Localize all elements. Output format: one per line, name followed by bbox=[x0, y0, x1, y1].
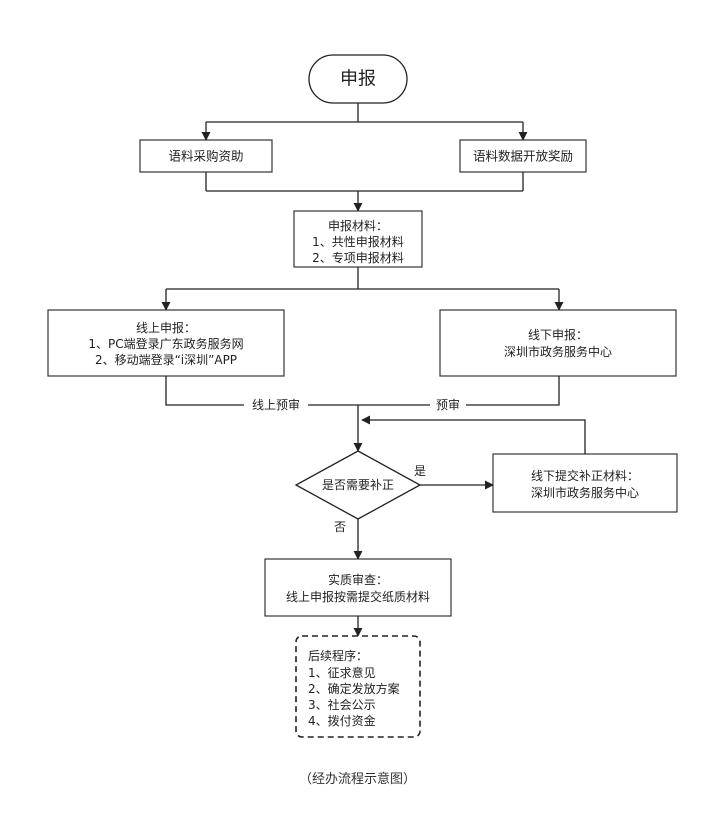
online-prereview-label-bg bbox=[244, 397, 308, 413]
online-box bbox=[47, 309, 285, 377]
procurement-label: 语料采购资助 bbox=[168, 149, 243, 164]
followup-line: 1、征求意见 bbox=[308, 665, 376, 680]
offline-prereview-label: 预审 bbox=[436, 397, 460, 412]
supplement-box bbox=[492, 453, 678, 513]
procurement-box bbox=[139, 139, 273, 173]
online-line: 2、移动端登录“i深圳”APP bbox=[95, 352, 237, 367]
decision-label: 是否需要补正 bbox=[322, 478, 394, 492]
followup-line: 3、社会公示 bbox=[308, 697, 376, 712]
substantive-text: 实质审查： 线上申报按需提交纸质材料 bbox=[286, 572, 430, 604]
substantive-line: 实质审查： bbox=[328, 572, 388, 587]
supplement-line: 线下提交补正材料： bbox=[531, 468, 639, 483]
followup-line: 后续程序： bbox=[308, 648, 368, 663]
followup-line: 4、拨付资金 bbox=[308, 713, 376, 728]
substantive-line: 线上申报按需提交纸质材料 bbox=[286, 589, 430, 604]
online-line: 1、PC端登录广东政务服务网 bbox=[88, 336, 243, 351]
connector-offline-prereview bbox=[358, 376, 560, 406]
supplement-line: 深圳市政务服务中心 bbox=[531, 485, 639, 500]
substantive-box bbox=[264, 558, 452, 617]
followup-text: 后续程序： 1、征求意见 2、确定发放方案 3、社会公示 4、拨付资金 bbox=[308, 648, 400, 728]
materials-line: 申报材料： bbox=[328, 218, 388, 233]
materials-box bbox=[293, 210, 423, 268]
online-line: 线上申报： bbox=[136, 320, 196, 335]
online-text: 线上申报： 1、PC端登录广东政务服务网 2、移动端登录“i深圳”APP bbox=[88, 320, 243, 367]
offline-line: 深圳市政务服务中心 bbox=[504, 344, 612, 359]
online-prereview-label: 线上预审 bbox=[252, 397, 300, 412]
start-node bbox=[308, 54, 408, 104]
materials-line: 1、共性申报材料 bbox=[312, 234, 404, 249]
followup-box bbox=[295, 635, 421, 738]
decision-diamond bbox=[294, 450, 422, 520]
materials-text: 申报材料： 1、共性申报材料 2、专项申报材料 bbox=[312, 218, 404, 265]
followup-line: 2、确定发放方案 bbox=[308, 681, 400, 696]
supplement-text: 线下提交补正材料： 深圳市政务服务中心 bbox=[531, 468, 639, 500]
open-data-label: 语料数据开放奖励 bbox=[473, 149, 573, 164]
offline-text: 线下申报： 深圳市政务服务中心 bbox=[504, 327, 612, 359]
decision-yes-label: 是 bbox=[414, 464, 426, 478]
materials-line: 2、专项申报材料 bbox=[312, 250, 404, 265]
figure-caption: （经办流程示意图） bbox=[298, 772, 416, 787]
offline-prereview-label-bg bbox=[430, 397, 466, 413]
offline-box bbox=[439, 309, 677, 377]
arrow-supplement-loop bbox=[361, 415, 586, 454]
flowchart: 申报 语料采购资助 语料数据开放奖励 申报材料： 1、共性申报材料 2、专项申报… bbox=[47, 54, 678, 738]
offline-line: 线下申报： bbox=[528, 327, 588, 342]
decision-no-label: 否 bbox=[334, 520, 346, 534]
start-label: 申报 bbox=[340, 69, 376, 90]
open-data-box bbox=[459, 139, 587, 173]
